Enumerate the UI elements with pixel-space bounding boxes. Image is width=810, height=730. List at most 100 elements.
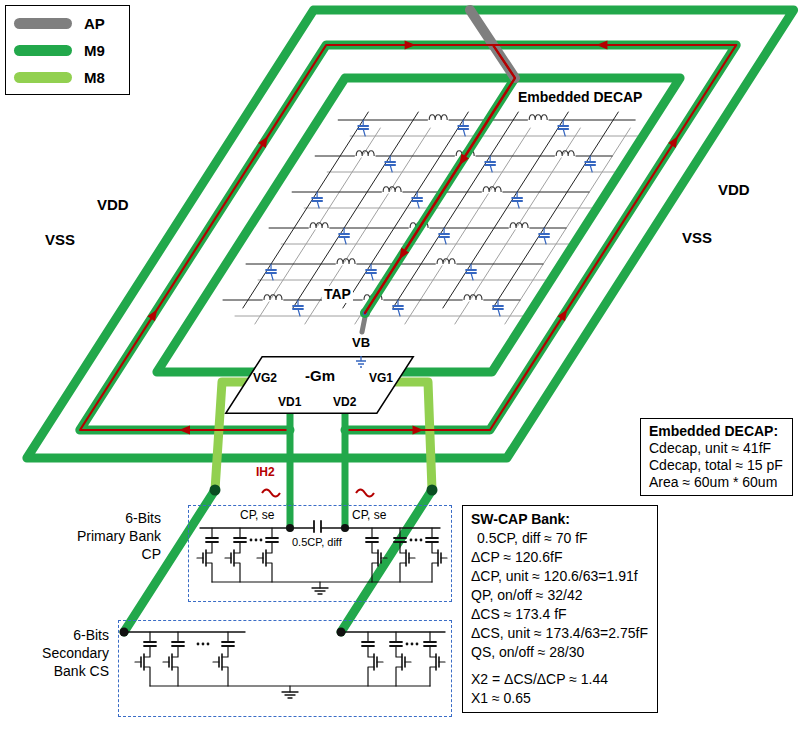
net-name: VDD	[97, 196, 129, 214]
capacitor-plate	[558, 125, 568, 127]
ground-symbol	[288, 697, 292, 698]
capacitor-lead	[590, 165, 592, 172]
net-name: VSS	[682, 229, 712, 247]
capacitor-plate	[172, 641, 184, 643]
vss-mesh-line	[235, 316, 532, 317]
capacitor-lead	[398, 309, 400, 316]
capacitor-lead	[563, 129, 565, 136]
ellipsis-dot	[410, 539, 413, 542]
legend-row: M8	[6, 68, 126, 88]
vss-mesh-line	[255, 128, 380, 324]
wire	[266, 563, 272, 582]
wire	[234, 563, 240, 582]
pin-name: VB	[352, 335, 370, 351]
capacitor-plate	[412, 197, 422, 199]
box-heading: Embedded DECAP:	[649, 423, 784, 440]
gate-lead	[163, 661, 169, 662]
current-arrowhead	[596, 41, 607, 50]
ground-symbol	[315, 590, 325, 591]
ellipsis-dot	[411, 643, 414, 646]
gate-lead	[197, 557, 203, 558]
spec-line: Area ≈ 60um * 60um	[649, 474, 784, 491]
capacitor-lead	[298, 309, 300, 316]
capacitor-plate	[144, 641, 156, 643]
capacitor-lead	[371, 273, 373, 280]
wire	[372, 563, 378, 582]
ellipsis-dot	[415, 539, 418, 542]
ground-symbol	[282, 691, 298, 692]
wire	[395, 632, 396, 642]
ground-symbol	[318, 593, 322, 594]
capacitor-plate	[466, 269, 476, 271]
capacitor-lead	[317, 201, 319, 208]
gate-lead	[213, 661, 219, 662]
capacitor-name: CP, se	[352, 508, 386, 523]
current-line	[80, 45, 515, 430]
capacitor-plate	[439, 233, 449, 235]
inductor-gap	[337, 263, 355, 266]
current-arrowhead	[668, 134, 682, 148]
inductor-gap	[510, 227, 528, 230]
inductor-gap	[429, 119, 447, 122]
gate-lead	[225, 557, 231, 558]
inductor-gap	[264, 299, 282, 302]
gate-lead	[135, 661, 141, 662]
m9-bank-trace	[341, 490, 432, 632]
inductor-symbol	[264, 295, 282, 300]
wire	[222, 646, 228, 657]
wire	[432, 542, 438, 553]
capacitor-plate	[320, 521, 322, 532]
capacitor-lead	[390, 165, 392, 172]
ap-tap-via	[362, 317, 365, 332]
ground-rail	[212, 581, 432, 582]
capacitor-lead	[344, 237, 346, 244]
gate-lead	[381, 557, 387, 558]
pin-name: TAP	[322, 286, 353, 303]
ground-symbol	[319, 582, 320, 588]
inductor-symbol	[383, 187, 401, 192]
wire	[211, 528, 212, 538]
vdd-mesh-line	[393, 112, 518, 308]
spec-line: ΔCP, unit ≈ 120.6/63=1.91f	[471, 567, 649, 586]
wire	[144, 667, 150, 686]
capacitor-plate	[393, 305, 403, 307]
current-name: IH2	[256, 465, 275, 480]
spec-line: ΔCS, unit ≈ 173.4/63=2.75fF	[471, 624, 649, 643]
capacitor-lead	[271, 273, 273, 280]
capacitor-plate	[222, 641, 234, 643]
junction-dot	[341, 524, 349, 532]
capacitor-plate	[362, 641, 374, 643]
wire	[396, 646, 402, 657]
current-arrowhead	[179, 426, 190, 435]
via-dot	[427, 485, 438, 496]
legend-row: AP	[6, 14, 126, 34]
gate-lead	[409, 557, 415, 558]
wire	[367, 632, 368, 642]
capacitor-lead	[498, 309, 500, 316]
inductor-symbol	[310, 223, 328, 228]
wire	[400, 542, 406, 553]
ellipsis-dot	[197, 643, 200, 646]
legend-label: AP	[84, 14, 105, 33]
wire	[368, 646, 374, 657]
wire	[399, 528, 400, 538]
capacitor-plate	[366, 269, 376, 271]
ellipsis-dot	[260, 539, 263, 542]
inductor-symbol	[429, 115, 447, 120]
swcap-info-box: SW-CAP Bank:0.5CP, diff ≈ 70 fFΔCP ≈ 120…	[462, 505, 658, 713]
wire	[149, 632, 150, 642]
ellipsis-dot	[250, 539, 253, 542]
junction-dot	[120, 628, 129, 637]
ellipsis-dot	[255, 539, 258, 542]
legend-box: APM9M8	[5, 5, 130, 95]
parallelogram-shape	[226, 357, 414, 414]
spec-line: 0.5CP, diff ≈ 70 fF	[471, 529, 649, 548]
m9-drain-connector	[342, 414, 349, 505]
capacitor-lead	[363, 129, 365, 136]
capacitor-plate	[366, 537, 378, 539]
capacitor-lead	[471, 273, 473, 280]
net-name: VDD	[718, 181, 750, 199]
capacitor-plate	[426, 537, 438, 539]
gate-lead	[405, 661, 411, 662]
